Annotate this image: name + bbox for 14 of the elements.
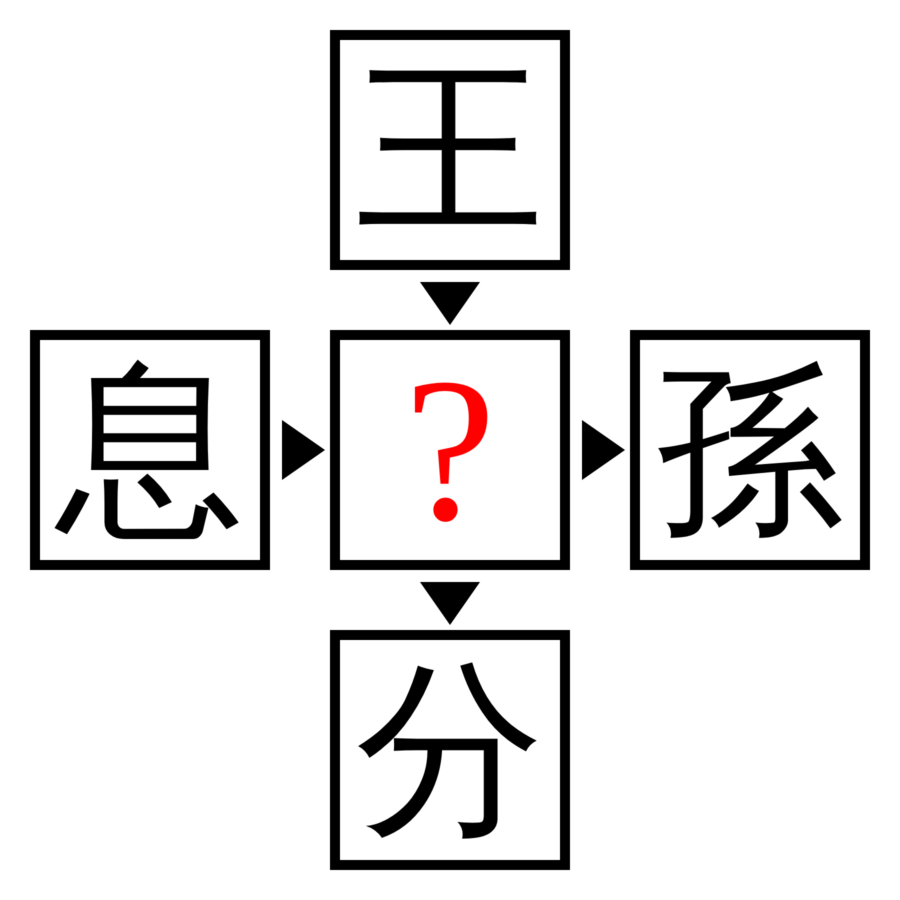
character-box (30, 330, 270, 570)
kanji-character: 孫 (656, 356, 844, 544)
character-box (630, 330, 870, 570)
kanji-character: 息 (56, 356, 244, 544)
question-mark: ? (404, 347, 496, 553)
kanji-character: 分 (356, 656, 544, 844)
arrow (282, 420, 325, 480)
character-box (330, 630, 570, 870)
character-box (330, 30, 570, 270)
question-box (330, 330, 570, 570)
arrow (420, 582, 480, 625)
arrow (420, 282, 480, 325)
kanji-character: 王 (356, 56, 544, 244)
arrow (582, 420, 625, 480)
